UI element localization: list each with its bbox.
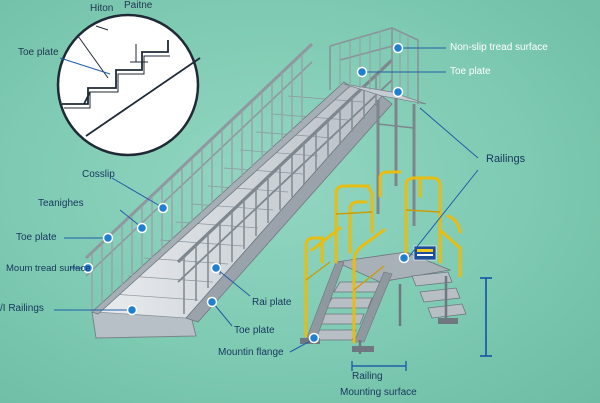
label-toe-plate-bottom: Toe plate [234,325,275,336]
label-railings-right: Railings [486,153,526,165]
label-railings-left: /I Railings [0,303,44,314]
warning-sign-icon [413,245,437,261]
label-mount-tread: Moum tread surface [6,263,91,274]
label-crosslip: Cosslip [82,169,115,180]
small-platform [300,170,467,354]
label-toe-plate-right: Toe plate [450,66,491,77]
label-mounting-flange: Mountin flange [218,347,284,358]
label-mounting-surface: Mounting surface [340,387,417,398]
label-paitne: Paitne [124,0,153,11]
label-railing-bottom: Railing [352,371,383,382]
label-hiton: Hiton [90,3,114,14]
label-toe-plate-left: Toe plate [16,232,57,243]
height-dimension-bracket [480,277,492,357]
top-platform [329,27,427,226]
label-inset-toe-plate: Toe plate [18,47,59,58]
callout-dots [82,42,410,344]
main-staircase [84,42,394,339]
inset-detail-circle [56,13,201,157]
span-dimension-bracket [351,361,407,371]
label-non-slip-tread: Non-slip tread surface [450,42,548,53]
label-rail-plate: Rai plate [252,297,292,308]
leader-lines [54,47,479,353]
label-teanighes: Teanighes [38,198,84,209]
